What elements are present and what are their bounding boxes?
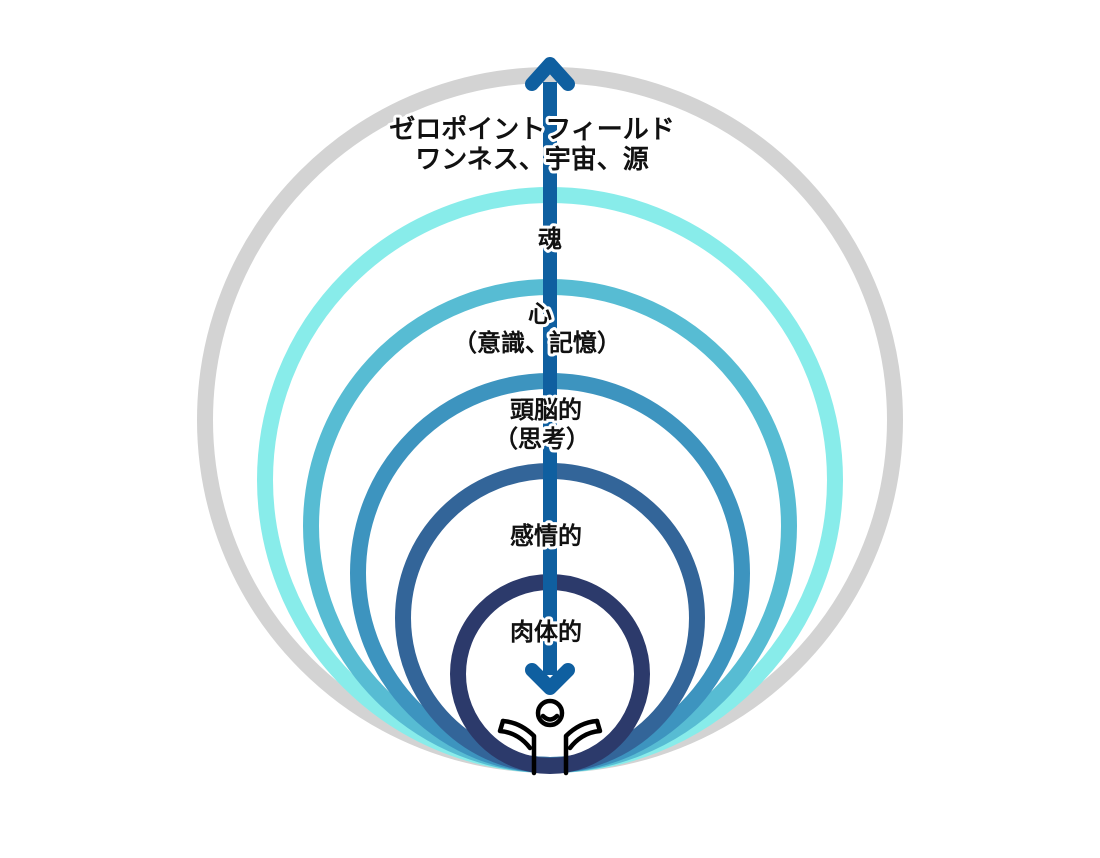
label-oneness-universe-source: ワンネス、宇宙、源: [415, 144, 648, 175]
label-emotion: 感情的: [510, 522, 582, 550]
double-headed-vertical-arrow-icon: [525, 57, 575, 695]
label-soul: 魂: [538, 225, 562, 253]
person-arms-raised-icon: [497, 698, 603, 776]
label-heart: 心: [528, 300, 552, 328]
label-brain: 頭脳的: [510, 396, 582, 424]
label-zero-point-field: ゼロポイントフィールド: [389, 114, 674, 145]
label-thinking: （思考）: [494, 425, 590, 453]
label-body: 肉体的: [510, 618, 582, 646]
label-consciousness-memory: （意識、記憶）: [453, 329, 621, 357]
